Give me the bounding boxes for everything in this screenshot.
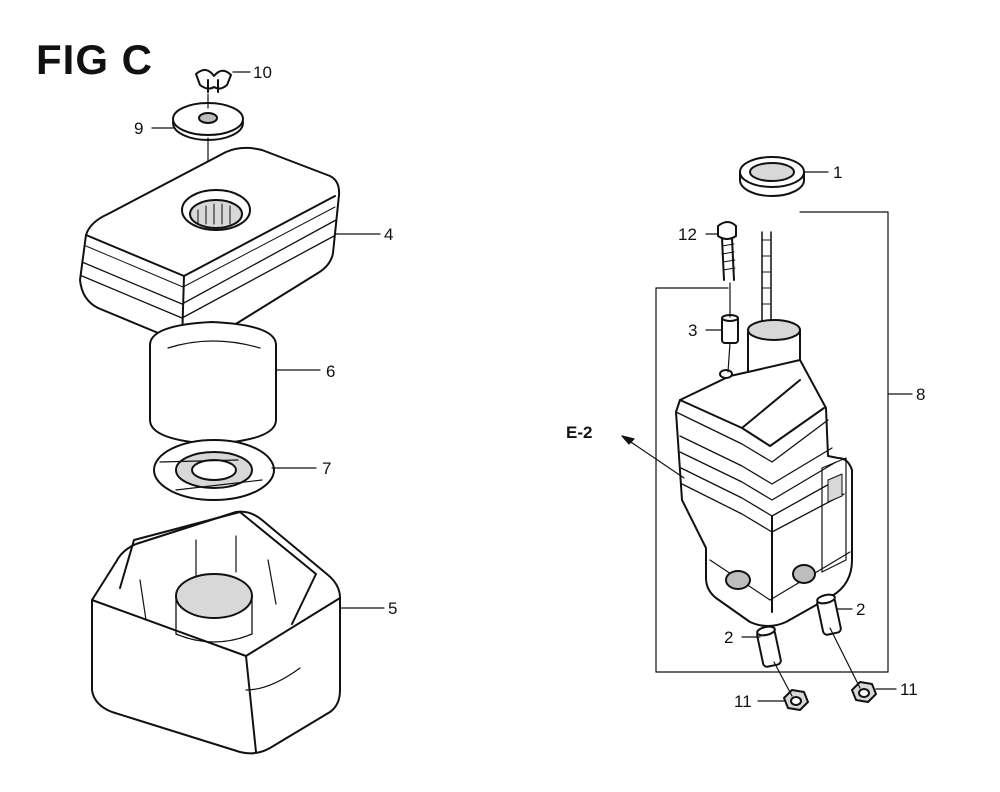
stud-part-lower bbox=[756, 625, 782, 668]
filter-element-part bbox=[149, 321, 277, 445]
nut-part-right bbox=[851, 681, 877, 703]
right-callouts: 1 12 3 8 2 2 11 11 E-2 bbox=[566, 163, 925, 711]
callout-8: 8 bbox=[916, 385, 925, 404]
wing-nut-part bbox=[195, 69, 232, 93]
seal-ring-part bbox=[739, 156, 805, 197]
muffler-part bbox=[675, 231, 853, 627]
air-cleaner-cover-part bbox=[79, 146, 341, 346]
reference-e2: E-2 bbox=[566, 423, 592, 442]
left-callouts: 10 9 4 6 7 5 bbox=[134, 63, 397, 618]
callout-2-upper: 2 bbox=[856, 600, 865, 619]
callout-5: 5 bbox=[388, 599, 397, 618]
right-leader-lines bbox=[621, 171, 913, 702]
callout-3: 3 bbox=[688, 321, 697, 340]
air-cleaner-case-part bbox=[91, 510, 341, 755]
assembly-bracket bbox=[655, 211, 889, 673]
callout-9: 9 bbox=[134, 119, 143, 138]
callout-4: 4 bbox=[384, 225, 393, 244]
left-leader-lines bbox=[151, 71, 385, 609]
stud-part-upper bbox=[816, 593, 842, 636]
collar-part bbox=[721, 314, 739, 344]
callout-1: 1 bbox=[833, 163, 842, 182]
callout-12: 12 bbox=[678, 225, 697, 244]
bolt-part bbox=[717, 221, 737, 281]
callout-11-left: 11 bbox=[734, 692, 752, 711]
callout-6: 6 bbox=[326, 362, 335, 381]
callout-10: 10 bbox=[253, 63, 272, 82]
grommet-ring-part bbox=[153, 439, 275, 501]
figure-title: FIG C bbox=[36, 36, 153, 83]
callout-7: 7 bbox=[322, 459, 331, 478]
callout-2-lower: 2 bbox=[724, 628, 733, 647]
callout-11-right: 11 bbox=[900, 680, 918, 699]
nut-part-left bbox=[783, 689, 809, 711]
